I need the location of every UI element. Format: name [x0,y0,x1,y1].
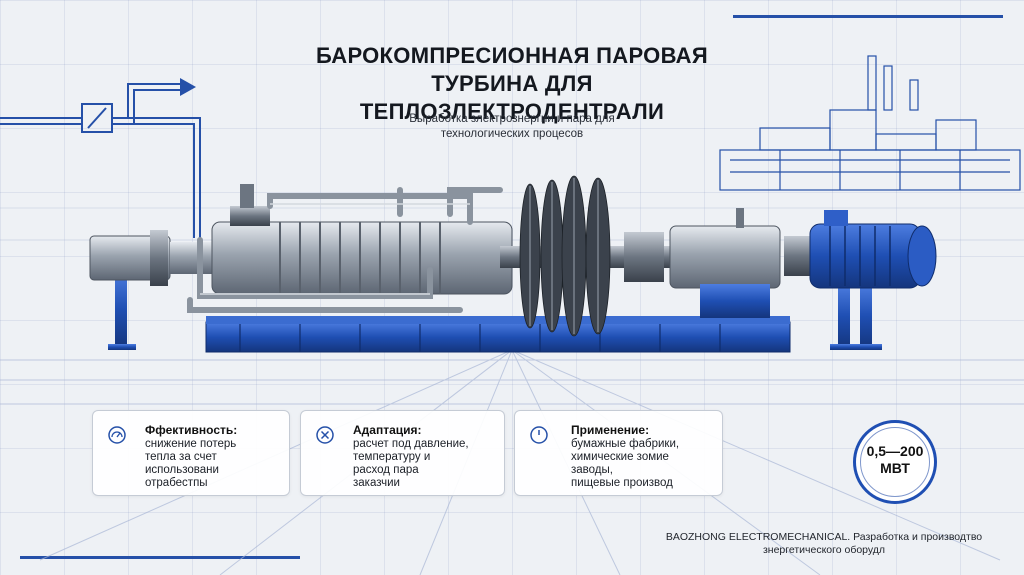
turbine-casing [211,184,513,295]
adaptation-card: Адаптация: расчет под давление, температ… [300,410,505,496]
adaptation-card-title: Адаптация: [353,423,422,437]
application-card-line: химические зомие [571,451,669,463]
power-range-number: 0,5—200 [866,443,924,459]
power-range-value: 0,5—200 МВТ [856,443,934,477]
page-subtitle: Выработка злектрознергии и пара для техн… [370,112,654,142]
power-range-badge: 0,5—200 МВТ [853,420,937,504]
company-footer-line-2: знергетического оборудл [762,544,886,556]
page-subtitle-line-2: технологических процесов [440,128,584,140]
adaptation-card-line: расчет под давление, [353,438,469,450]
application-card-title: Применение: [571,423,650,437]
adaptation-card-line: заказчии [353,477,400,489]
efficiency-card-line: отрабестпы [145,477,208,489]
page-title: БАРОКОМПРЕСИОННАЯ ПАРОВАЯ ТУРБИНА ДЛЯ ТЕ… [300,42,724,126]
adaptation-card-line: температуру и [353,451,431,463]
arrow-right-icon [180,78,196,96]
efficiency-card-line: тепла за счет [145,451,217,463]
turbine-blades [519,175,611,337]
gauge-icon [107,425,127,445]
application-card-line: пищевые производ [571,477,673,489]
efficiency-card-title: Ффективность: [145,423,238,437]
application-card-line: бумажные фабрики, [571,438,680,450]
support-stands [108,270,882,350]
adaptation-card-text: расчет под давление, температуру и расхо… [353,438,469,490]
application-card: Применение: бумажные фабрики, химические… [514,410,723,496]
efficiency-card-line: снижение потерь [145,438,237,450]
clock-icon [529,425,549,445]
factory-outline [719,55,1021,191]
page-title-line-1: БАРОКОМПРЕСИОННАЯ ПАРОВАЯ [316,43,708,68]
adaptation-card-line: расход пара [353,464,419,476]
steam-pipe-schematic [0,83,201,238]
page-title-line-2: ТУРБИНА ДЛЯ ТЕПЛОЗЛЕКТРОДЕНТРАЛИ [359,71,665,124]
application-card-line: заводы, [571,464,613,476]
power-range-badge-ring [860,427,930,497]
inlet-casing [89,230,220,286]
base-frame [205,316,791,353]
company-footer: BAOZHONG ELECTROMECHANICAL. Разработка и… [640,531,1008,557]
application-card-text: бумажные фабрики, химические зомие завод… [571,438,679,490]
efficiency-card: Ффективность: снижение потерь тепла за с… [92,410,290,496]
top-accent-line [733,15,1003,18]
gearbox [624,208,781,318]
steam-piping [187,187,503,313]
page-subtitle-line-1: Выработка злектрознергии и пара для [409,113,615,125]
bottom-accent-line [20,556,300,559]
close-circle-icon [315,425,335,445]
efficiency-card-text: снижение потерь тепла за счет использова… [145,438,236,490]
electric-generator [784,210,937,289]
efficiency-card-line: использовани [145,464,219,476]
power-range-unit: МВТ [880,460,910,476]
company-footer-line-1: BAOZHONG ELECTROMECHANICAL. Разработка и… [665,531,983,543]
